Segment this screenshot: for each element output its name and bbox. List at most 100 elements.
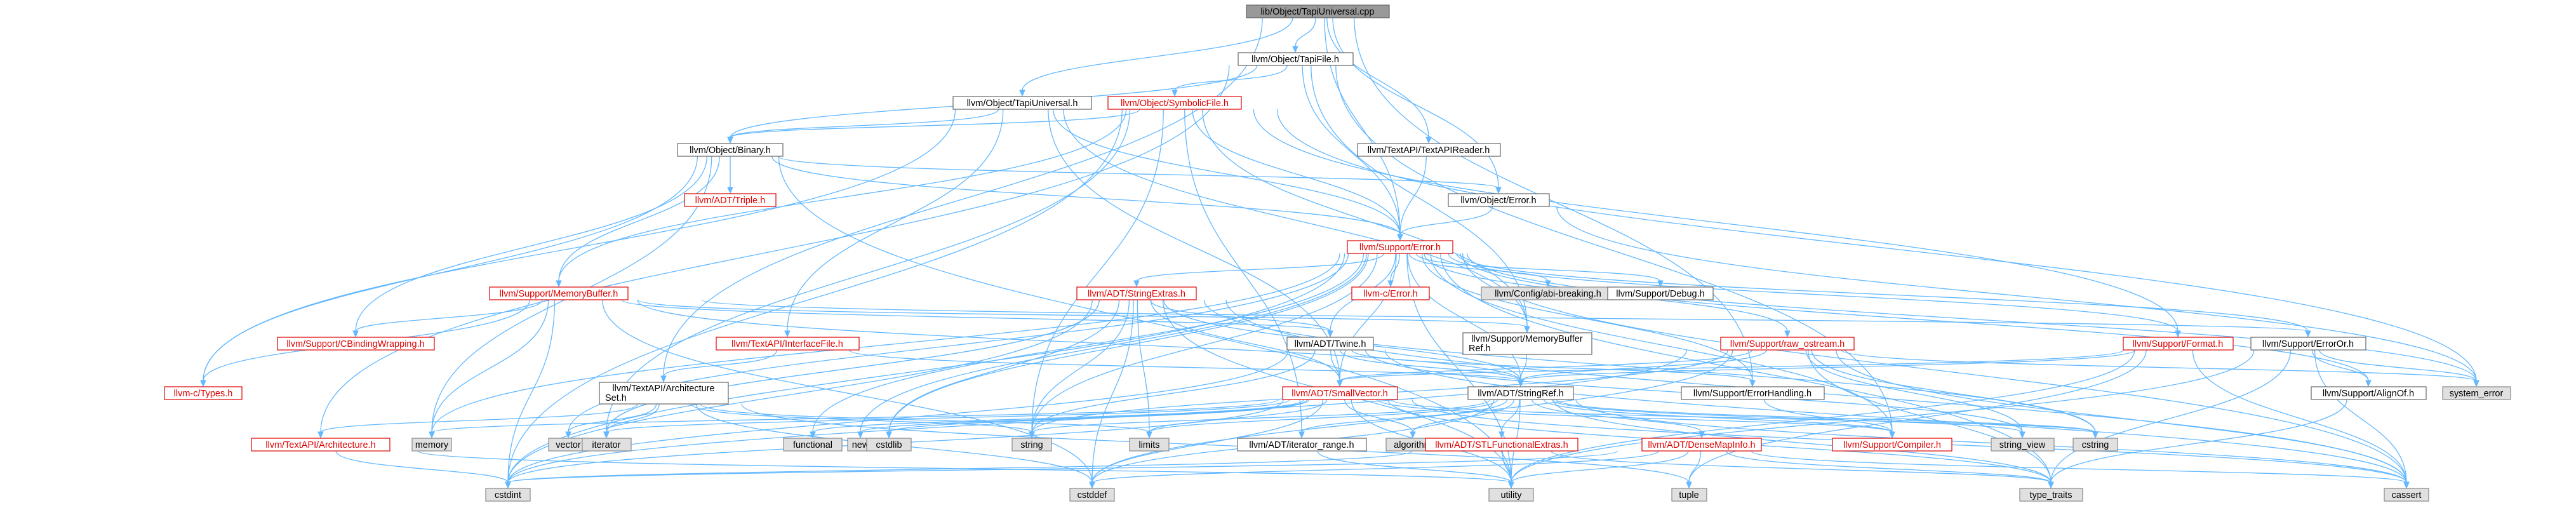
node-architecture[interactable]: llvm/TextAPI/Architecture.h xyxy=(251,438,390,452)
node-textapireader[interactable]: llvm/TextAPI/TextAPIReader.h xyxy=(1357,143,1501,157)
node-box xyxy=(2019,488,2083,502)
node-root[interactable]: lib/Object/TapiUniversal.cpp xyxy=(1246,4,1390,18)
node-supporterror[interactable]: llvm/Support/Error.h xyxy=(1347,240,1453,254)
node-densemapinfo[interactable]: llvm/ADT/DenseMapInfo.h xyxy=(1641,438,1762,452)
node-tuple[interactable]: tuple xyxy=(1671,488,1707,502)
node-label: llvm/Object/TapiUniversal.h xyxy=(967,98,1078,109)
node-cbinding[interactable]: llvm/Support/CBindingWrapping.h xyxy=(277,337,435,351)
node-memorybuffer[interactable]: llvm/Support/MemoryBuffer.h xyxy=(489,286,629,300)
node-cstdint[interactable]: cstdint xyxy=(485,488,531,502)
node-ctypes[interactable]: llvm-c/Types.h xyxy=(164,386,243,400)
node-label: llvm-c/Error.h xyxy=(1363,289,1417,299)
node-twine[interactable]: llvm/ADT/Twine.h xyxy=(1286,337,1374,351)
node-adttriple[interactable]: llvm/ADT/Triple.h xyxy=(684,193,777,207)
edge-supporterror-to-debug xyxy=(1415,253,1664,288)
node-box xyxy=(1076,286,1197,300)
node-cstdlib[interactable]: cstdlib xyxy=(866,438,912,452)
node-objerror[interactable]: llvm/Object/Error.h xyxy=(1448,193,1550,207)
node-compiler[interactable]: llvm/Support/Compiler.h xyxy=(1832,438,1952,452)
node-format[interactable]: llvm/Support/Format.h xyxy=(2123,337,2234,351)
edge-smallvector-to-algorithm xyxy=(1344,399,1416,439)
edge-tapiuniv-to-interfacefile xyxy=(784,109,1004,338)
node-cstring[interactable]: cstring xyxy=(2072,438,2118,452)
node-typetraits[interactable]: type_traits xyxy=(2019,488,2083,502)
node-box xyxy=(251,438,390,452)
node-cerror[interactable]: llvm-c/Error.h xyxy=(1351,286,1430,300)
node-label: string_view xyxy=(1999,440,2046,450)
edge-format-to-stringref xyxy=(1518,349,2136,387)
node-box xyxy=(411,438,452,452)
node-label: string xyxy=(1020,440,1043,450)
node-iterator[interactable]: iterator xyxy=(582,438,632,452)
node-box xyxy=(1641,438,1762,452)
node-iterrange[interactable]: llvm/ADT/iterator_range.h xyxy=(1237,438,1367,452)
edge-twine-to-stringref xyxy=(1339,349,1524,387)
node-cstddef[interactable]: cstddef xyxy=(1069,488,1115,502)
node-label: llvm/Support/Compiler.h xyxy=(1843,440,1941,450)
node-layer: lib/Object/TapiUniversal.cpp llvm/Object/… xyxy=(164,4,2511,502)
edge-smallvector-to-iterator xyxy=(603,399,1291,439)
node-erroror[interactable]: llvm/Support/ErrorOr.h xyxy=(2250,337,2366,351)
edge-stringextras-to-cstdint xyxy=(505,299,1093,489)
edge-stringref-to-stlfunc xyxy=(1498,399,1520,439)
edge-supporterror-to-cstdint xyxy=(505,253,1345,489)
node-label: llvm/TextAPI/TextAPIReader.h xyxy=(1368,145,1490,156)
node-box xyxy=(1011,438,1052,452)
edge-stringextras-to-iterator xyxy=(603,299,1100,439)
edge-root-to-objerror xyxy=(1332,17,1502,194)
node-label: limits xyxy=(1138,440,1159,450)
edge-smallvector-to-cstring xyxy=(1391,399,2099,439)
node-configabi[interactable]: llvm/Config/abi-breaking.h xyxy=(1481,286,1615,300)
node-box xyxy=(1448,193,1550,207)
node-systemerror[interactable]: system_error xyxy=(2442,386,2511,400)
node-debug[interactable]: llvm/Support/Debug.h xyxy=(1607,286,1714,300)
node-stlfunc[interactable]: llvm/ADT/STLFunctionalExtras.h xyxy=(1425,438,1578,452)
node-smallvector[interactable]: llvm/ADT/SmallVector.h xyxy=(1282,386,1398,400)
node-box xyxy=(1832,438,1952,452)
node-label: llvm/Support/Format.h xyxy=(2133,339,2224,349)
node-stringref[interactable]: llvm/ADT/StringRef.h xyxy=(1467,386,1574,400)
edge-objbinary-to-supporterror xyxy=(771,156,1403,241)
node-functional[interactable]: functional xyxy=(783,438,843,452)
node-box xyxy=(1069,488,1115,502)
edge-supporterror-to-functional xyxy=(810,253,1365,439)
node-stringview[interactable]: string_view xyxy=(1991,438,2055,452)
node-box xyxy=(277,337,435,351)
edge-tapifile-to-symfile xyxy=(1171,65,1288,97)
node-label: llvm/Support/AlignOf.h xyxy=(2323,389,2414,399)
edge-objbinary-to-objerror xyxy=(777,156,1502,194)
node-box xyxy=(684,193,777,207)
node-tapiuniv[interactable]: llvm/Object/TapiUniversal.h xyxy=(952,96,1092,110)
node-limits[interactable]: limits xyxy=(1129,438,1170,452)
node-box xyxy=(485,488,531,502)
edge-supporterror-to-stringextras xyxy=(1133,253,1384,288)
node-box xyxy=(2072,438,2118,452)
node-vector[interactable]: vector xyxy=(548,438,589,452)
node-label: llvm/ADT/StringRef.h xyxy=(1478,389,1563,399)
node-cassert[interactable]: cassert xyxy=(2384,488,2429,502)
node-objbinary[interactable]: llvm/Object/Binary.h xyxy=(677,143,784,157)
node-alignof[interactable]: llvm/Support/AlignOf.h xyxy=(2311,386,2427,400)
edge-tapiuniv-to-supporterror xyxy=(1052,109,1403,241)
node-label: llvm/TextAPI/InterfaceFile.h xyxy=(731,339,843,349)
node-symfile[interactable]: llvm/Object/SymbolicFile.h xyxy=(1107,96,1242,110)
edge-symfile-to-objbinary xyxy=(727,109,1140,144)
node-interfacefile[interactable]: llvm/TextAPI/InterfaceFile.h xyxy=(716,337,860,351)
edge-smallvector-to-memory xyxy=(429,399,1279,439)
node-label: llvm/ADT/STLFunctionalExtras.h xyxy=(1435,440,1568,450)
node-tapifile[interactable]: llvm/Object/TapiFile.h xyxy=(1238,52,1354,66)
node-memory[interactable]: memory xyxy=(411,438,452,452)
node-errorhandling[interactable]: llvm/Support/ErrorHandling.h xyxy=(1681,386,1825,400)
edge-memorybuffer-to-memory xyxy=(429,299,549,439)
node-rawostream[interactable]: llvm/Support/raw_ostream.h xyxy=(1720,337,1855,351)
node-stringextras[interactable]: llvm/ADT/StringExtras.h xyxy=(1076,286,1197,300)
edge-stringref-to-iterrange xyxy=(1298,399,1508,439)
node-label: cstddef xyxy=(1078,490,1108,500)
node-utility[interactable]: utility xyxy=(1488,488,1534,502)
edge-interfacefile-to-stringref xyxy=(848,349,1524,387)
node-string[interactable]: string xyxy=(1011,438,1052,452)
node-label: lib/Object/TapiUniversal.cpp xyxy=(1261,7,1375,17)
